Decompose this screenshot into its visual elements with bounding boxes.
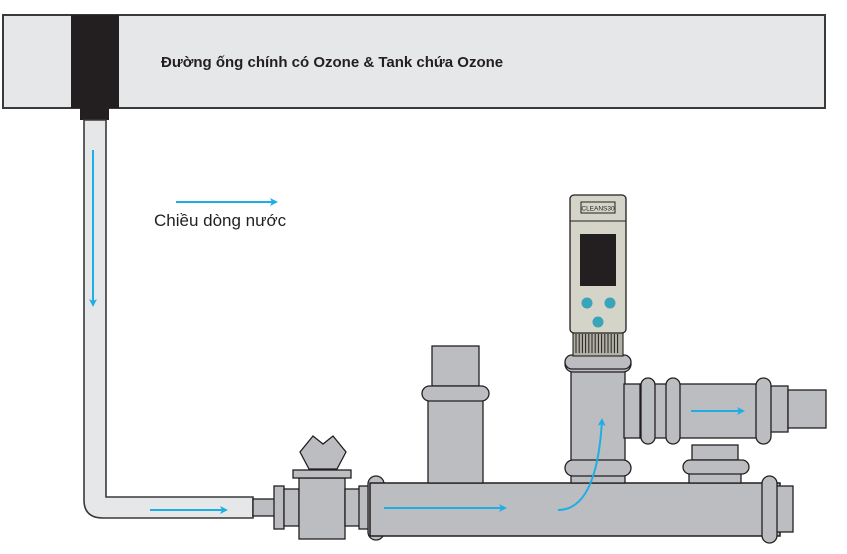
ozone-sensor: CLEANS30 (564, 194, 632, 370)
sensor-button-right (604, 297, 616, 309)
valve-flange-left (273, 485, 285, 530)
small-stub-collar (682, 459, 750, 475)
valve-handle (299, 435, 347, 470)
branch-collar-1 (640, 377, 656, 445)
stub-pipe-top (431, 345, 480, 387)
branch-reducer (769, 385, 789, 433)
stub-pipe-body (427, 399, 484, 484)
legend-label: Chiều dòng nước (154, 211, 287, 230)
sensor-screen (580, 234, 616, 286)
branch-outlet (787, 389, 827, 429)
feed-pipe (83, 119, 254, 519)
valve-neck-right (344, 488, 361, 527)
sensor-button-left (581, 297, 593, 309)
valve-inlet-stub (252, 498, 276, 517)
branch-collar-3 (755, 377, 772, 445)
valve-bonnet (292, 469, 352, 479)
valve-body (298, 477, 346, 540)
small-stub-top (691, 444, 739, 461)
flow-arrow-up-curve (557, 418, 606, 511)
sensor-base (564, 354, 632, 370)
main-pipe-label: Đường ống chính có Ozone & Tank chứa Ozo… (161, 54, 504, 71)
manifold-end-cap (774, 485, 794, 533)
main-ozone-pipe (2, 14, 826, 109)
sensor-brand-label: CLEANS30 (581, 206, 615, 213)
branch-collar-2 (665, 377, 681, 445)
valve-neck-left (283, 488, 300, 527)
pipe-connector-block (71, 15, 119, 108)
manifold-pipe (369, 482, 781, 537)
sensor-button-bottom (592, 316, 604, 328)
pipe-connector-neck (80, 108, 109, 120)
sensor-label-box (580, 201, 616, 214)
stub-pipe-collar (421, 385, 490, 402)
branch-stub (623, 383, 643, 439)
tee-collar-bottom (564, 459, 632, 477)
manifold-collar-right (761, 475, 778, 544)
